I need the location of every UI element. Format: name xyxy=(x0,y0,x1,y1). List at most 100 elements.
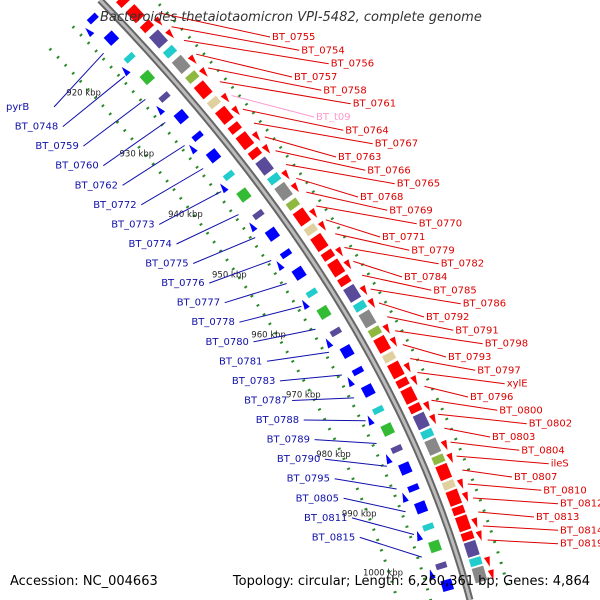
reverse-gene-block xyxy=(264,226,281,242)
forward-gene-block xyxy=(310,232,329,253)
forward-gene-label: BT_0785 xyxy=(433,285,476,296)
forward-gene-block xyxy=(215,105,234,125)
forward-gene-block xyxy=(463,539,480,558)
forward-gene-block xyxy=(424,437,442,456)
forward-gene-block xyxy=(327,258,346,278)
reverse-label-leader xyxy=(351,517,415,535)
forward-label-leader xyxy=(208,67,322,91)
reverse-gene-block xyxy=(252,208,265,221)
forward-gene-label: BT_t09 xyxy=(316,112,351,123)
forward-gene-arrow xyxy=(389,336,398,347)
reverse-gene-block xyxy=(407,483,420,493)
forward-gene-arrow xyxy=(281,169,290,180)
forward-gene-block xyxy=(255,156,274,176)
forward-gene-arrow xyxy=(382,323,390,334)
forward-gene-block xyxy=(266,172,282,186)
forward-gene-arrow xyxy=(165,28,175,39)
forward-gene-block xyxy=(320,248,336,262)
reverse-label-leader xyxy=(343,497,406,513)
reverse-label-leader xyxy=(193,237,256,264)
forward-gene-block xyxy=(292,207,312,227)
reverse-gene-label: BT_0789 xyxy=(267,435,310,446)
forward-gene-block xyxy=(352,299,368,313)
forward-gene-block xyxy=(247,146,263,161)
forward-gene-arrow xyxy=(130,0,141,2)
forward-label-leader xyxy=(264,136,337,158)
forward-label-leader xyxy=(219,81,351,105)
forward-label-leader xyxy=(424,385,469,398)
forward-label-leader xyxy=(437,413,527,425)
forward-label-leader xyxy=(275,150,366,171)
reverse-gene-block xyxy=(173,108,190,125)
reverse-label-leader xyxy=(292,397,355,401)
reverse-label-leader xyxy=(314,439,377,444)
reverse-gene-label: BT_0775 xyxy=(145,259,188,270)
forward-gene-label: xylE xyxy=(507,379,528,390)
forward-gene-arrow xyxy=(251,131,261,141)
forward-gene-arrow xyxy=(403,362,411,373)
forward-gene-block xyxy=(303,223,319,237)
reverse-gene-arrow xyxy=(249,222,258,233)
forward-label-leader xyxy=(183,39,329,65)
forward-gene-label: BT_0813 xyxy=(536,512,579,523)
forward-gene-label: BT_0791 xyxy=(455,325,498,336)
reverse-gene-block xyxy=(413,500,429,515)
forward-gene-label: BT_0798 xyxy=(485,339,528,350)
forward-gene-label: BT_0802 xyxy=(529,419,572,430)
forward-label-leader xyxy=(417,372,505,385)
forward-gene-block xyxy=(125,4,145,24)
forward-gene-arrow xyxy=(446,452,453,464)
forward-gene-arrow xyxy=(440,439,448,451)
forward-label-leader xyxy=(450,441,520,451)
forward-gene-label: BT_0768 xyxy=(360,192,403,203)
forward-gene-block xyxy=(171,54,191,74)
tick-label: 970 kbp xyxy=(286,391,321,401)
forward-gene-block xyxy=(206,95,222,110)
forward-gene-label: BT_0771 xyxy=(382,232,425,243)
reverse-gene-label: BT_0780 xyxy=(206,337,249,348)
forward-label-leader xyxy=(285,164,395,185)
reverse-gene-block xyxy=(371,404,385,416)
reverse-gene-block xyxy=(440,578,455,593)
forward-gene-arrow xyxy=(335,246,344,257)
reverse-gene-label: BT_0772 xyxy=(93,200,136,211)
topology-label: Topology: circular; Length: 6,260,361 bp… xyxy=(232,574,590,589)
reverse-gene-label: BT_0815 xyxy=(312,532,355,543)
reverse-gene-block xyxy=(380,422,396,437)
forward-label-leader xyxy=(316,205,417,225)
forward-label-leader xyxy=(306,191,388,211)
forward-gene-label: BT_0819 xyxy=(560,539,600,550)
forward-gene-label: BT_0812 xyxy=(560,499,600,510)
reverse-label-leader xyxy=(303,419,366,422)
forward-gene-label: ileS xyxy=(551,459,569,470)
forward-gene-label: BT_0807 xyxy=(514,472,557,483)
reverse-gene-arrow xyxy=(347,376,355,388)
forward-label-leader xyxy=(487,539,559,545)
forward-gene-label: BT_0782 xyxy=(441,259,484,270)
reverse-label-leader xyxy=(266,351,330,362)
forward-gene-label: BT_0754 xyxy=(301,45,344,56)
forward-gene-block xyxy=(274,181,293,202)
forward-label-leader xyxy=(456,455,549,465)
reverse-gene-block xyxy=(222,169,236,182)
forward-gene-block xyxy=(412,411,430,431)
forward-gene-block xyxy=(358,309,377,329)
forward-gene-block xyxy=(343,283,362,303)
forward-label-leader xyxy=(467,483,542,491)
forward-label-leader xyxy=(231,95,315,118)
forward-gene-label: BT_0757 xyxy=(294,72,337,83)
reverse-gene-block xyxy=(398,461,413,476)
forward-gene-block xyxy=(451,504,466,517)
reverse-gene-label: BT_0811 xyxy=(304,513,347,524)
reverse-label-leader xyxy=(253,328,316,343)
forward-gene-arrow xyxy=(487,569,494,580)
reverse-gene-block xyxy=(103,30,120,46)
tick-label: 1000 kbp xyxy=(363,568,403,578)
reverse-gene-block xyxy=(191,130,204,143)
forward-gene-arrow xyxy=(367,297,376,308)
forward-gene-block xyxy=(400,386,418,405)
reverse-gene-arrow xyxy=(385,454,393,465)
reverse-label-leader xyxy=(53,52,104,108)
